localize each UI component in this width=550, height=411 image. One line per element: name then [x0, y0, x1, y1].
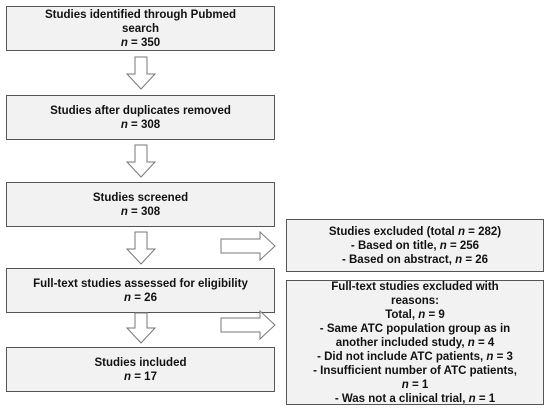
identified-count: n = 350	[120, 36, 161, 49]
box-after-duplicates: Studies after duplicates removed n = 308	[6, 95, 275, 140]
down-arrow-3	[125, 231, 157, 265]
fulltext-excluded-reason3-line1: - Insufficient number of ATC patients,	[313, 364, 517, 377]
included-line1: Studies included	[94, 356, 187, 369]
fulltext-excluded-reason1-line2: another included study, n = 4	[335, 336, 495, 349]
fulltext-excluded-reason2: - Did not include ATC patients, n = 3	[317, 350, 513, 363]
fulltext-excluded-reason1-line1: - Same ATC population group as in	[319, 322, 511, 335]
box-fulltext-excluded: Full-text studies excluded with reasons:…	[286, 280, 544, 405]
box-studies-screened: Studies screened n = 308	[6, 182, 275, 227]
after-duplicates-line1: Studies after duplicates removed	[50, 104, 231, 117]
included-count: n = 17	[124, 370, 157, 383]
fulltext-line1: Full-text studies assessed for eligibili…	[33, 277, 248, 290]
after-duplicates-count: n = 308	[120, 118, 161, 131]
box-studies-excluded: Studies excluded (total n = 282) - Based…	[286, 219, 544, 272]
fulltext-excluded-title1: Full-text studies excluded with	[331, 280, 499, 293]
fulltext-excluded-reason3-line2: n = 1	[401, 378, 429, 391]
right-arrow-1	[220, 230, 276, 262]
excluded-title: Studies excluded (total n = 282)	[328, 225, 502, 238]
screened-line1: Studies screened	[92, 191, 189, 204]
fulltext-excluded-title2: reasons:	[391, 294, 439, 307]
right-arrow-2	[220, 309, 276, 341]
down-arrow-2	[125, 144, 157, 178]
box-studies-included: Studies included n = 17	[6, 347, 275, 392]
identified-line1: Studies identified through Pubmed	[44, 8, 237, 21]
fulltext-excluded-total: Total, n = 9	[385, 308, 445, 321]
box-studies-identified: Studies identified through Pubmed search…	[6, 6, 275, 51]
fulltext-excluded-reason4: - Was not a clinical trial, n = 1	[334, 392, 496, 405]
excluded-reason-abstract: - Based on abstract, n = 26	[341, 253, 489, 266]
down-arrow-4	[125, 312, 157, 344]
down-arrow-1	[125, 56, 157, 90]
excluded-reason-title: - Based on title, n = 256	[350, 239, 480, 252]
identified-line2: search	[121, 22, 160, 35]
box-fulltext-assessed: Full-text studies assessed for eligibili…	[6, 268, 275, 313]
screened-count: n = 308	[120, 205, 161, 218]
fulltext-count: n = 26	[124, 291, 157, 304]
